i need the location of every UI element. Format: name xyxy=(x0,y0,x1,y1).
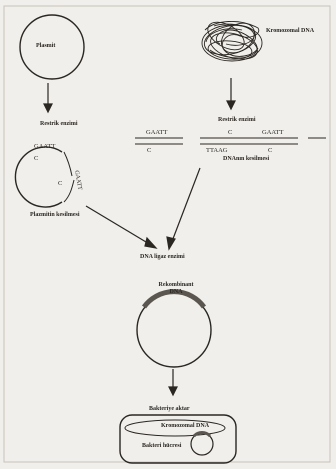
bacterium-label: Bakteri hücresi xyxy=(142,443,181,450)
bacterial-plasmid-circle xyxy=(191,433,213,455)
arrow-plasmid-down xyxy=(44,83,52,112)
chromosomal-dna-label: Kromozomal DNA xyxy=(266,28,314,35)
arrow-plasmid-to-ligase xyxy=(86,206,156,248)
plasmid-sticky-end-top xyxy=(64,152,72,176)
arrow-recombinant-down xyxy=(169,369,177,395)
seq-right-bottom: C xyxy=(268,147,272,154)
bacterial-transfer-label: Bakteriye aktar xyxy=(149,406,190,413)
chromosome-cutting-label: DNAnın kesilmesi xyxy=(223,156,269,163)
opened-plasmid-label: Plazmitin kesilmesi xyxy=(30,212,80,219)
seq-plasmid-c: C xyxy=(34,155,38,162)
seq-mid-bottom: TTAAG xyxy=(206,147,228,154)
plasmid-sticky-end-bottom xyxy=(64,180,74,202)
arrow-chromosome-to-ligase xyxy=(167,168,200,249)
bacterial-dna-label: Kromozomal DNA xyxy=(161,423,209,430)
seq-plasmid-c2: C xyxy=(58,180,62,187)
restriction-enzyme-right-label: Restrik enzimi xyxy=(218,117,256,124)
arrow-chromosome-down xyxy=(227,78,235,109)
seq-plasmid-top: GAATT xyxy=(34,143,55,150)
chromosome-fragments xyxy=(135,138,326,144)
plasmid-label: Plasmit xyxy=(36,43,55,50)
recombinant-dna-label: Rekombinant DNA xyxy=(158,282,194,296)
dna-ligase-label: DNA ligaz enzimi xyxy=(140,254,185,261)
figure-frame xyxy=(4,6,330,462)
chromosomal-dna-tangle xyxy=(202,16,262,63)
restriction-enzyme-left-label: Restrik enzimi xyxy=(40,121,78,128)
seq-mid-top: C xyxy=(228,129,232,136)
seq-right-top: GAATT xyxy=(262,129,283,136)
seq-left-top: GAATT xyxy=(146,129,167,136)
seq-left-bottom: C xyxy=(147,147,151,154)
opened-plasmid-arc xyxy=(15,147,62,207)
